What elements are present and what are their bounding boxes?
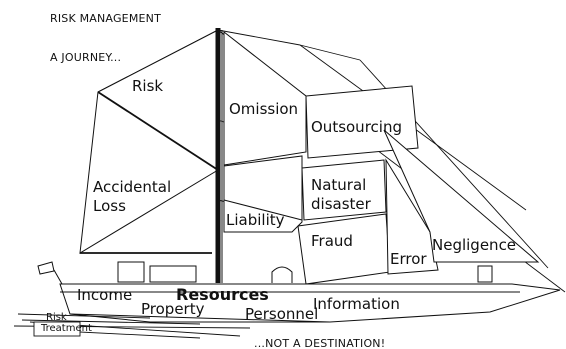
label-fraud: Fraud: [311, 232, 353, 250]
label-outsourcing: Outsourcing: [311, 118, 402, 136]
label-information: Information: [313, 295, 400, 313]
label-natural-disaster: Natural disaster: [311, 176, 371, 213]
label-omission: Omission: [229, 100, 299, 118]
foresail: [79, 29, 219, 254]
flag: [37, 261, 63, 285]
main-mast: [215, 28, 223, 283]
natural-sail: [301, 159, 387, 221]
label-income: Income: [77, 286, 133, 304]
hull: [59, 283, 561, 323]
label-error: Error: [390, 250, 427, 268]
treatment-box: [33, 321, 81, 337]
deck-house: [117, 261, 493, 283]
label-negligence: Negligence: [432, 236, 517, 254]
page-subtitle: A JOURNEY...: [50, 51, 122, 64]
error-sail: [385, 158, 439, 275]
mid-sail: [223, 30, 307, 233]
label-personnel: Personnel: [245, 305, 319, 323]
label-resources: Resources: [176, 285, 269, 304]
jib: [383, 129, 540, 263]
label-accidental-loss: Accidental Loss: [93, 178, 172, 215]
page-title: RISK MANAGEMENT: [50, 12, 162, 25]
label-risk-treatment-bottom: Treatment: [41, 323, 92, 334]
label-risk-treatment-top: Risk: [46, 312, 67, 323]
page-footer: ...NOT A DESTINATION!: [254, 337, 386, 349]
label-liability: Liability: [226, 211, 285, 229]
label-risk: Risk: [132, 77, 164, 95]
label-property: Property: [141, 300, 205, 318]
